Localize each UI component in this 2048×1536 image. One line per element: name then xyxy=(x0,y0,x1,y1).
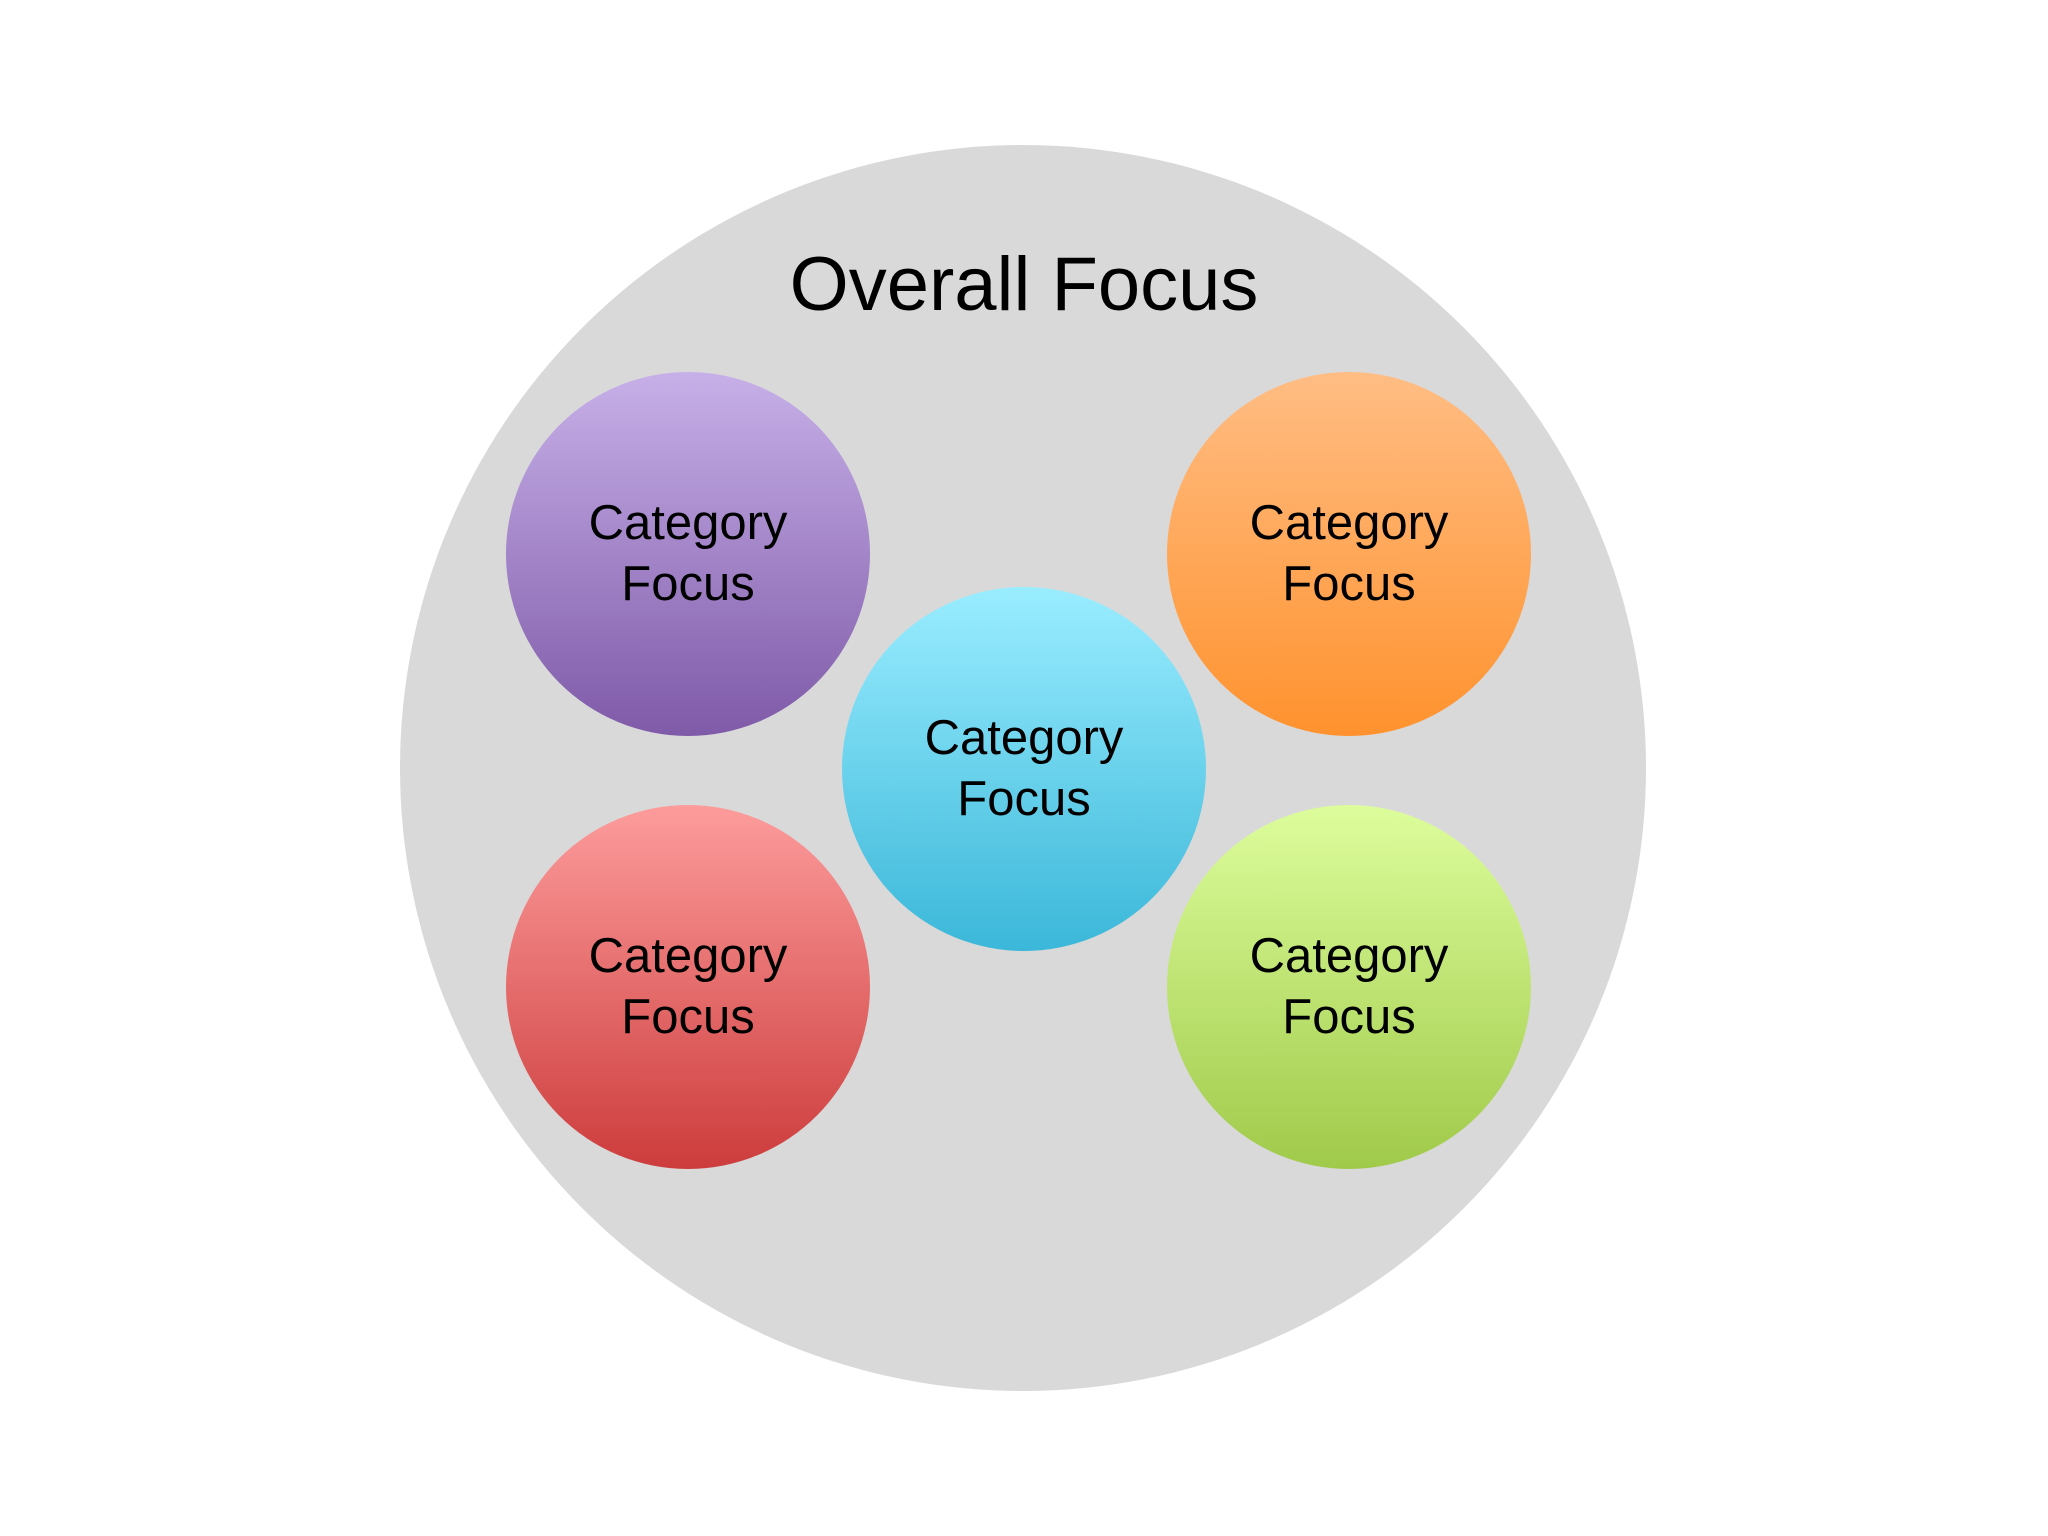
category-label-line2: Focus xyxy=(1282,990,1416,1044)
category-bubble-cyan: Category Focus xyxy=(842,587,1206,951)
category-bubble-purple: Category Focus xyxy=(506,372,870,736)
overall-focus-title: Overall Focus xyxy=(789,242,1259,327)
category-label-line2: Focus xyxy=(621,990,755,1044)
category-label-line1: Category xyxy=(924,711,1124,765)
category-label-line1: Category xyxy=(588,929,788,983)
category-label-line2: Focus xyxy=(957,772,1091,826)
category-label-line1: Category xyxy=(1249,496,1449,550)
category-bubble-green: Category Focus xyxy=(1167,805,1531,1169)
category-label-line2: Focus xyxy=(621,557,755,611)
category-bubble-red: Category Focus xyxy=(506,805,870,1169)
category-label-line1: Category xyxy=(1249,929,1449,983)
category-bubble-orange: Category Focus xyxy=(1167,372,1531,736)
category-label-line1: Category xyxy=(588,496,788,550)
category-label-line2: Focus xyxy=(1282,557,1416,611)
